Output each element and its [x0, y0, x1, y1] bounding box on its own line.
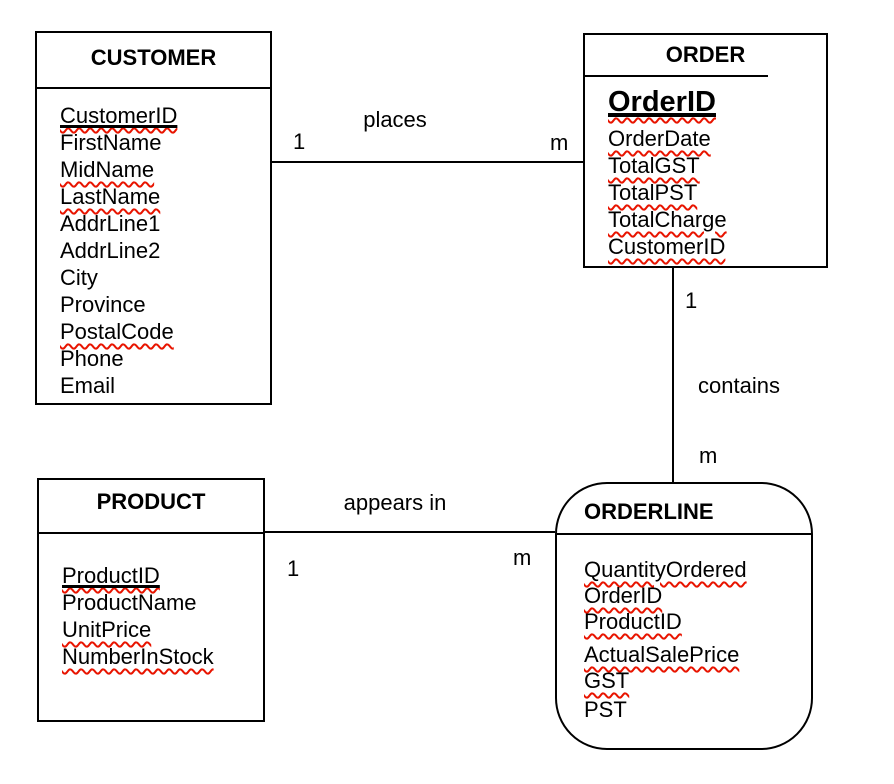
entity-customer-title: CUSTOMER	[90, 45, 217, 70]
entity-customer-divider	[37, 87, 270, 89]
relationship-line-contains	[672, 268, 674, 482]
relationship-line-appears-in	[265, 531, 555, 533]
attr-orderline-pst: PST	[584, 697, 747, 723]
cardinality-contains-one: 1	[685, 288, 698, 313]
entity-orderline-title: ORDERLINE	[584, 499, 714, 524]
attr-label: PostalCode	[60, 319, 174, 344]
primary-key-label: OrderID	[608, 86, 716, 118]
attr-label: TotalCharge	[608, 207, 727, 232]
attr-order-totalgst: TotalGST	[608, 153, 727, 180]
attr-label: AddrLine2	[60, 238, 161, 263]
cardinality-appears-in-one: 1	[287, 556, 300, 581]
spellcheck-underline: ProductID	[62, 563, 160, 588]
cardinality-places-many: m	[550, 130, 569, 155]
entity-orderline-attributes: QuantityOrdered OrderID ProductID Actual…	[584, 557, 747, 723]
attr-product-unitprice: UnitPrice	[62, 617, 214, 644]
attr-product-productid: ProductID	[62, 563, 214, 590]
attr-label: OrderDate	[608, 126, 711, 151]
spellcheck-underline: OrderID	[608, 86, 716, 118]
attr-customer-lastname: LastName	[60, 184, 177, 211]
attr-label: OrderID	[584, 583, 663, 608]
attr-customer-city: City	[60, 265, 177, 292]
attr-label: CustomerID	[608, 234, 726, 259]
attr-label: Province	[60, 292, 146, 317]
attr-orderline-gst: GST	[584, 668, 747, 694]
attr-customer-addrline1: AddrLine1	[60, 211, 177, 238]
attr-label: Phone	[60, 346, 124, 371]
entity-order-divider	[585, 75, 768, 77]
attr-label: TotalPST	[608, 180, 698, 205]
cardinality-contains-many: m	[699, 443, 718, 468]
attr-customer-customerid: CustomerID	[60, 103, 177, 130]
attr-customer-addrline2: AddrLine2	[60, 238, 177, 265]
cardinality-appears-in-many: m	[513, 545, 532, 570]
attr-customer-province: Province	[60, 292, 177, 319]
attr-label: FirstName	[60, 130, 162, 155]
entity-product-attributes: ProductID ProductName UnitPrice NumberIn…	[62, 563, 214, 671]
cardinality-places-one: 1	[293, 129, 306, 154]
attr-order-totalcharge: TotalCharge	[608, 207, 727, 234]
attr-label: ProductName	[62, 590, 197, 615]
attr-label: GST	[584, 668, 630, 693]
attr-label: QuantityOrdered	[584, 557, 747, 582]
attr-customer-email: Email	[60, 373, 177, 400]
entity-order: ORDER OrderID OrderDate TotalGST TotalPS…	[583, 33, 828, 268]
relationship-line-places	[272, 161, 583, 163]
attr-label: TotalGST	[608, 153, 700, 178]
spellcheck-underline: CustomerID	[60, 103, 177, 128]
primary-key-label: CustomerID	[60, 103, 178, 128]
entity-product: PRODUCT ProductID ProductName UnitPrice …	[37, 478, 265, 722]
attr-label: MidName	[60, 157, 155, 182]
attr-customer-firstname: FirstName	[60, 130, 177, 157]
attr-customer-postalcode: PostalCode	[60, 319, 177, 346]
entity-orderline: ORDERLINE QuantityOrdered OrderID Produc…	[555, 482, 813, 750]
attr-label: UnitPrice	[62, 617, 152, 642]
attr-orderline-productid: ProductID	[584, 609, 747, 635]
attr-label: Email	[60, 373, 116, 398]
relationship-label-appears-in: appears in	[343, 490, 447, 515]
attr-label: PST	[584, 697, 627, 722]
entity-product-title: PRODUCT	[96, 489, 206, 514]
attr-customer-midname: MidName	[60, 157, 177, 184]
attr-label: City	[60, 265, 98, 290]
attr-order-orderdate: OrderDate	[608, 126, 727, 153]
attr-customer-phone: Phone	[60, 346, 177, 373]
attr-label: ProductID	[584, 609, 682, 634]
entity-product-divider	[39, 532, 263, 534]
attr-orderline-actualsaleprice: ActualSalePrice	[584, 642, 747, 668]
entity-order-attributes: OrderID OrderDate TotalGST TotalPST Tota…	[608, 86, 727, 261]
attr-order-orderid: OrderID	[608, 86, 727, 126]
attr-label: AddrLine1	[60, 211, 161, 236]
entity-orderline-divider	[557, 533, 811, 535]
attr-label: ActualSalePrice	[584, 642, 740, 667]
attr-orderline-quantityordered: QuantityOrdered	[584, 557, 747, 583]
attr-label: NumberInStock	[62, 644, 214, 669]
attr-orderline-orderid: OrderID	[584, 583, 747, 609]
entity-order-title: ORDER	[665, 42, 746, 67]
entity-customer: CUSTOMER CustomerID FirstName MidName La…	[35, 31, 272, 405]
entity-customer-attributes: CustomerID FirstName MidName LastName Ad…	[60, 103, 177, 400]
primary-key-label: ProductID	[62, 563, 160, 588]
attr-order-totalpst: TotalPST	[608, 180, 727, 207]
relationship-label-places: places	[363, 107, 427, 132]
attr-order-customerid: CustomerID	[608, 234, 727, 261]
attr-label: LastName	[60, 184, 161, 209]
relationship-label-contains: contains	[698, 373, 780, 398]
attr-product-numberinstock: NumberInStock	[62, 644, 214, 671]
attr-product-productname: ProductName	[62, 590, 214, 617]
